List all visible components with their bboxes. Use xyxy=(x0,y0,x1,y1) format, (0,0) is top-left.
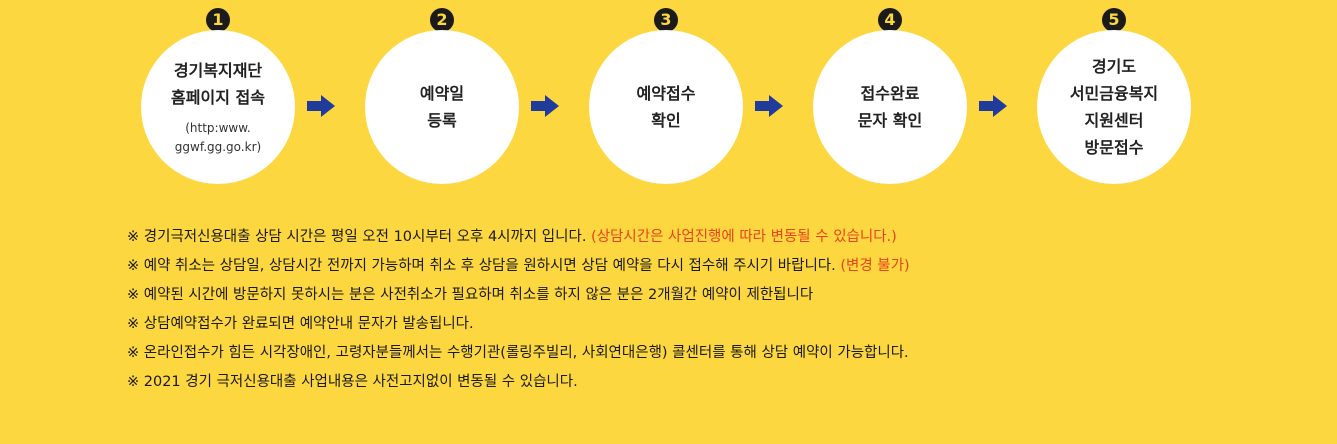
step-title: 경기도 서민금융복지 지원센터 방문접수 xyxy=(1069,57,1159,157)
step-circle: 접수완료 문자 확인 xyxy=(813,30,967,184)
notice-item: ※ 경기극저신용대출 상담 시간은 평일 오전 10시부터 오후 4시까지 입니… xyxy=(127,223,1307,252)
right-arrow-icon xyxy=(979,95,1007,117)
notice-text: ※ 상담예약접수가 완료되면 예약안내 문자가 발송됩니다. xyxy=(127,316,474,332)
notice-text: ※ 예약 취소는 상담일, 상담시간 전까지 가능하며 취소 후 상담을 원하시… xyxy=(127,258,836,274)
notice-item: ※ 예약된 시간에 방문하지 못하시는 분은 사전취소가 필요하며 취소를 하지… xyxy=(127,281,1307,310)
notice-highlight: (변경 불가) xyxy=(840,258,910,274)
notice-item: ※ 상담예약접수가 완료되면 예약안내 문자가 발송됩니다. xyxy=(127,310,1307,339)
step-number-badge: 4 xyxy=(878,8,902,32)
notice-text: ※ 온라인접수가 힘든 시각장애인, 고령자분들께서는 수행기관(롤링주빌리, … xyxy=(127,345,909,361)
notice-highlight: (상담시간은 사업진행에 따라 변동될 수 있습니다.) xyxy=(591,229,897,245)
notice-item: ※ 온라인접수가 힘든 시각장애인, 고령자분들께서는 수행기관(롤링주빌리, … xyxy=(127,339,1307,368)
step-number-badge: 1 xyxy=(206,8,230,32)
right-arrow-icon xyxy=(755,95,783,117)
step-number-badge: 2 xyxy=(430,8,454,32)
notice-text: ※ 경기극저신용대출 상담 시간은 평일 오전 10시부터 오후 4시까지 입니… xyxy=(127,229,587,245)
step-title: 접수완료 문자 확인 xyxy=(857,84,923,130)
notice-item: ※ 예약 취소는 상담일, 상담시간 전까지 가능하며 취소 후 상담을 원하시… xyxy=(127,252,1307,281)
process-steps: 1 경기복지재단 홈페이지 접속 (http:www. ggwf.gg.go.k… xyxy=(0,0,1337,210)
notice-text: ※ 2021 경기 극저신용대출 사업내용은 사전고지없이 변동될 수 있습니다… xyxy=(127,374,578,390)
step-circle: 예약접수 확인 xyxy=(589,30,743,184)
notice-item: ※ 2021 경기 극저신용대출 사업내용은 사전고지없이 변동될 수 있습니다… xyxy=(127,368,1307,397)
right-arrow-icon xyxy=(531,95,559,117)
right-arrow-icon xyxy=(307,95,335,117)
step-number-badge: 5 xyxy=(1102,8,1126,32)
step-circle: 경기도 서민금융복지 지원센터 방문접수 xyxy=(1037,30,1191,184)
step-number-badge: 3 xyxy=(654,8,678,32)
step-url: (http:www. ggwf.gg.go.kr) xyxy=(174,121,262,154)
step-title: 경기복지재단 홈페이지 접속 xyxy=(171,61,265,107)
notice-text: ※ 예약된 시간에 방문하지 못하시는 분은 사전취소가 필요하며 취소를 하지… xyxy=(127,287,814,303)
step-title: 예약접수 확인 xyxy=(636,84,696,130)
step-title: 예약일 등록 xyxy=(419,84,465,130)
notice-list: ※ 경기극저신용대출 상담 시간은 평일 오전 10시부터 오후 4시까지 입니… xyxy=(127,223,1307,397)
step-circle: 경기복지재단 홈페이지 접속 (http:www. ggwf.gg.go.kr) xyxy=(141,30,295,184)
step-circle: 예약일 등록 xyxy=(365,30,519,184)
